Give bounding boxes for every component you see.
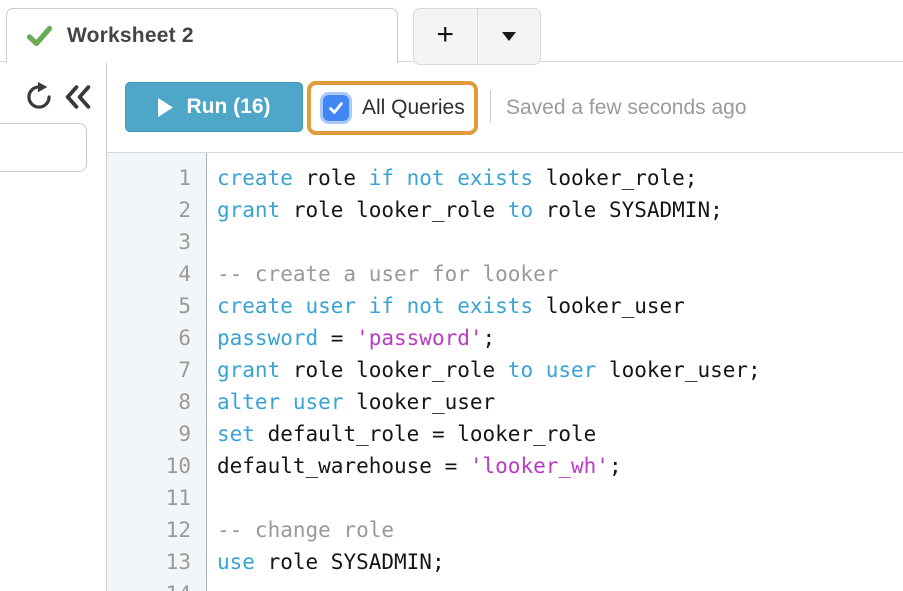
line-number: 11 <box>165 486 191 510</box>
tab-label: Worksheet 2 <box>67 24 194 47</box>
line-number: 10 <box>165 454 191 478</box>
code-text: grant role looker_role to role SYSADMIN; <box>217 198 723 222</box>
code-line[interactable]: 3 <box>107 226 903 258</box>
all-queries-label[interactable]: All Queries <box>362 96 465 119</box>
code-line[interactable]: 4 -- create a user for looker <box>107 258 903 290</box>
checkmark-icon <box>329 102 343 114</box>
code-line[interactable]: 9 set default_role = looker_role <box>107 418 903 450</box>
line-number: 13 <box>165 550 191 574</box>
line-number: 12 <box>165 518 191 542</box>
code-line[interactable]: 5 create user if not exists looker_user <box>107 290 903 322</box>
code-text <box>207 578 217 591</box>
editor-toolbar: Run (16) All Queries Saved a few seconds… <box>107 62 903 153</box>
code-text <box>207 226 217 258</box>
code-text: -- create a user for looker <box>217 262 559 286</box>
saved-status: Saved a few seconds ago <box>506 96 747 119</box>
code-text: grant role looker_role to user looker_us… <box>217 358 761 382</box>
code-line[interactable]: 8 alter user looker_user <box>107 386 903 418</box>
run-button[interactable]: Run (16) <box>125 82 303 132</box>
code-line[interactable]: 1 create role if not exists looker_role; <box>107 162 903 194</box>
run-button-label: Run (16) <box>186 95 271 118</box>
left-sidebar <box>0 62 107 591</box>
new-worksheet-button[interactable]: + <box>414 9 477 64</box>
caret-down-icon <box>501 32 516 41</box>
tab-bar: Worksheet 2 + <box>0 0 903 65</box>
line-number: 3 <box>178 230 191 254</box>
code-text: password = 'password'; <box>217 326 496 350</box>
line-number: 5 <box>178 294 191 318</box>
code-line[interactable]: 7 grant role looker_role to user looker_u… <box>107 354 903 386</box>
check-icon <box>26 23 53 49</box>
line-number-gutter <box>107 153 207 591</box>
code-text <box>207 482 217 514</box>
code-line[interactable]: 13 use role SYSADMIN; <box>107 546 903 578</box>
line-number: 4 <box>178 262 191 286</box>
tab-actions: + <box>413 8 541 65</box>
tab-worksheet[interactable]: Worksheet 2 <box>6 8 398 63</box>
sql-editor[interactable]: 1 create role if not exists looker_role; 2… <box>107 153 903 591</box>
code-text: use role SYSADMIN; <box>217 550 445 574</box>
code-text: -- change role <box>217 518 395 542</box>
code-lines: 1 create role if not exists looker_role; 2… <box>107 162 903 591</box>
worksheet-menu-button[interactable] <box>476 9 541 64</box>
plus-icon: + <box>436 18 455 51</box>
play-icon <box>157 97 174 117</box>
toolbar-divider <box>490 90 491 123</box>
sidebar-icon-row <box>24 82 93 112</box>
code-line[interactable]: 12 -- change role <box>107 514 903 546</box>
code-line[interactable]: 6 password = 'password'; <box>107 322 903 354</box>
sidebar-search-box[interactable] <box>0 123 87 172</box>
line-number: 8 <box>178 390 191 414</box>
line-number: 9 <box>178 422 191 446</box>
line-number: 7 <box>178 358 191 382</box>
all-queries-highlight-box: All Queries <box>307 81 478 135</box>
double-chevron-left-icon[interactable] <box>63 84 93 110</box>
line-number: 14 <box>107 578 207 591</box>
code-text: set default_role = looker_role <box>217 422 597 446</box>
line-number: 6 <box>178 326 191 350</box>
all-queries-checkbox[interactable] <box>323 95 349 121</box>
code-text: default_warehouse = 'looker_wh'; <box>217 454 622 478</box>
code-line[interactable]: 2 grant role looker_role to role SYSADMIN… <box>107 194 903 226</box>
line-number: 1 <box>178 166 191 190</box>
code-text: create role if not exists looker_role; <box>217 166 698 190</box>
code-line[interactable]: 11 <box>107 482 903 514</box>
line-number: 2 <box>178 198 191 222</box>
code-text: create user if not exists looker_user <box>217 294 685 318</box>
code-line[interactable]: 10 default_warehouse = 'looker_wh'; <box>107 450 903 482</box>
refresh-icon[interactable] <box>24 82 54 112</box>
code-text: alter user looker_user <box>217 390 496 414</box>
code-line[interactable]: 14 <box>107 578 903 591</box>
